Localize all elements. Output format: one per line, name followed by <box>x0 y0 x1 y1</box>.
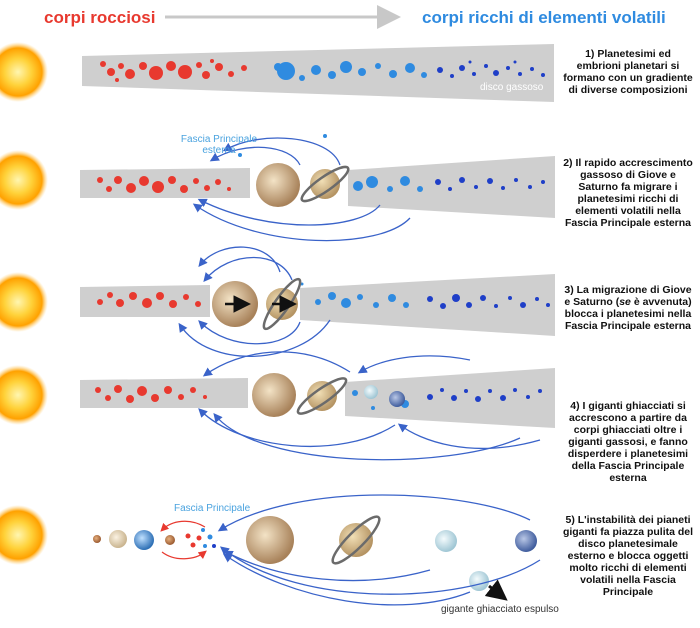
gas-disk-4b <box>345 368 555 428</box>
gas-disk-4a <box>80 378 248 408</box>
step-3-text-a: 3) La migrazione di Giove e Saturno ( <box>564 284 692 308</box>
ice-giant-4a <box>364 385 378 399</box>
saturn-2 <box>300 165 350 203</box>
rocky-planetesimals-3 <box>97 292 201 308</box>
step-1-description: 1) Planetesimi ed embrioni planetari si … <box>563 48 693 96</box>
red-capture-arrows-5 <box>160 520 207 560</box>
gas-disk-2b <box>348 156 555 218</box>
volatile-planetesimals-2 <box>238 134 423 192</box>
step-5-description: 5) L'instabilità dei pianeti giganti fa … <box>562 514 694 598</box>
gas-disk-2a <box>80 168 250 198</box>
belt-planetesimals-5 <box>185 528 216 548</box>
volatile-dark-planetesimals-3 <box>427 294 550 309</box>
jupiter-4 <box>252 373 296 417</box>
step-2-description: 2) Il rapido accrescimento gassoso di Gi… <box>563 157 693 229</box>
volatile-planetesimals-1 <box>274 61 427 81</box>
rocky-planetesimals-2 <box>97 176 231 193</box>
rocky-planetesimals-4 <box>95 385 207 403</box>
sun-4 <box>0 365 48 425</box>
sun-1 <box>0 42 48 102</box>
ice-giant-4b <box>389 391 405 407</box>
scatter-arrows-3 <box>178 246 331 357</box>
step-3-text-b: è avvenuta) blocca i planetesimi nella F… <box>564 296 692 332</box>
step-3-text-emphasis: se <box>619 296 631 308</box>
mercury-5 <box>93 535 101 543</box>
jupiter-2 <box>256 163 300 207</box>
volatile-dark-planetesimals-2 <box>435 177 545 191</box>
ice-giant-5a <box>435 530 457 552</box>
volatile-dark-planetesimals-1 <box>437 60 545 78</box>
scatter-arrows-4 <box>198 351 541 461</box>
sun-5 <box>0 505 48 565</box>
scatter-arrows-2 <box>192 137 411 242</box>
step-4-description: 4) I giganti ghiacciati si accrescono a … <box>567 400 689 484</box>
rocky-bodies-header: corpi rocciosi <box>44 8 156 27</box>
jupiter-5 <box>246 516 294 564</box>
volatile-bodies-header: corpi ricchi di elementi volatili <box>422 8 666 27</box>
volatile-planetesimals-3 <box>300 282 409 308</box>
ejected-ice-giant-label: gigante ghiacciato espulso <box>441 604 559 615</box>
sun-2 <box>0 150 48 210</box>
rocky-planetesimals-1 <box>100 59 247 82</box>
venus-5 <box>109 530 127 548</box>
sun-3 <box>0 272 48 332</box>
mars-5 <box>165 535 175 545</box>
outer-main-belt-label: Fascia Principale esterna <box>180 134 258 156</box>
gas-disk-label: disco gassoso <box>480 82 544 93</box>
earth-5 <box>134 530 154 550</box>
ejected-ice-giant-5 <box>469 571 489 591</box>
ice-giant-5b <box>515 530 537 552</box>
gas-disk-3b <box>300 274 555 336</box>
saturn-5 <box>331 515 381 565</box>
step-3-description: 3) La migrazione di Giove e Saturno (se … <box>562 284 694 332</box>
ejection-arrow-5 <box>484 579 508 601</box>
main-belt-label: Fascia Principale <box>174 503 251 514</box>
saturn-4 <box>296 377 348 415</box>
scatter-arrows-5 <box>217 494 541 606</box>
volatile-dark-planetesimals-4 <box>427 388 542 402</box>
